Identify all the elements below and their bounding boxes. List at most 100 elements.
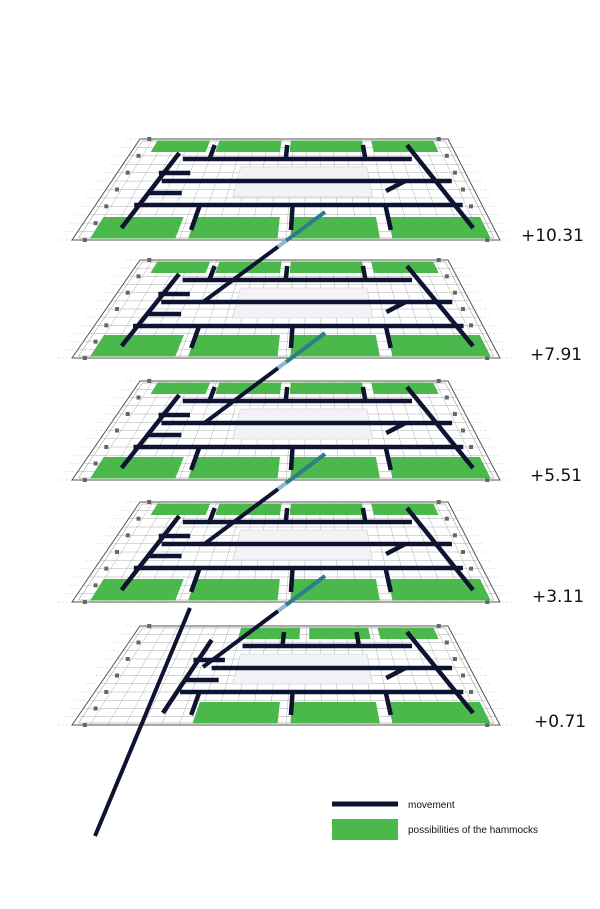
column-marker [452, 657, 457, 661]
hammock-zone [371, 140, 439, 152]
column-marker [125, 290, 130, 295]
column-marker [460, 428, 465, 433]
movement-stub [283, 386, 290, 402]
column-marker [93, 706, 98, 711]
ramp-segment-transition [276, 239, 288, 249]
column-marker [444, 153, 449, 158]
legend-hammocks-swatch [332, 819, 398, 840]
column-marker [460, 307, 465, 311]
movement-spine-left [119, 151, 182, 230]
movement-stub [283, 507, 290, 523]
column-marker [452, 170, 457, 175]
column-marker [93, 221, 98, 226]
hammock-zone [371, 382, 439, 394]
movement-stub [288, 325, 295, 349]
column-marker [147, 500, 152, 504]
column-marker [82, 356, 87, 360]
ramp-segment-upper [284, 574, 327, 607]
column-marker [136, 274, 141, 279]
column-marker [485, 723, 490, 727]
hammock-zone [290, 702, 380, 724]
hammock-zone [290, 335, 380, 357]
movement-stub [283, 144, 290, 160]
movement-stub [383, 691, 393, 716]
column-marker [147, 258, 152, 262]
hammock-zone [150, 261, 211, 273]
movement-spine-left [161, 638, 214, 715]
column-marker [136, 516, 141, 521]
column-marker [444, 274, 449, 279]
floor-plate-0 [58, 137, 514, 242]
legend-hammocks-label: possibilities of the hammocks [408, 825, 538, 836]
column-marker [115, 550, 120, 554]
hammock-zone [215, 140, 282, 152]
floor-plate-3 [58, 500, 514, 604]
column-marker [469, 204, 474, 209]
column-marker [452, 412, 457, 416]
movement-spine-right [405, 506, 475, 592]
ramp-segment-upper [284, 331, 327, 364]
hammock-zone [90, 579, 184, 601]
ramp-landing [385, 300, 407, 314]
column-marker [136, 640, 141, 645]
movement-stub [207, 386, 217, 402]
level-label-3-11: +3.11 [532, 587, 584, 607]
movement-stub [283, 265, 290, 281]
hammock-zone [289, 140, 365, 152]
column-marker [460, 673, 465, 678]
level-labels: +10.31 +7.91 +5.51 +3.11 +0.71 [521, 226, 586, 732]
movement-stub [360, 507, 368, 523]
movement-stub [383, 567, 393, 593]
hammock-zone [90, 457, 184, 479]
column-marker [136, 153, 141, 158]
level-label-5-51: +5.51 [530, 466, 582, 486]
column-marker [452, 290, 457, 295]
hammock-zone [387, 457, 491, 479]
ramp-segment-lower [201, 609, 280, 669]
hammock-zone [289, 382, 365, 394]
ramp-segment-upper [284, 452, 327, 485]
ramp-segment-lower [201, 245, 280, 304]
hammock-zone [188, 457, 280, 479]
column-marker [82, 723, 87, 727]
column-marker [82, 238, 87, 242]
column-marker [125, 412, 130, 416]
column-marker [115, 307, 120, 311]
hammock-zone [289, 503, 365, 515]
column-marker [104, 566, 109, 571]
column-marker [93, 339, 98, 344]
column-marker [82, 478, 87, 482]
column-marker [444, 640, 449, 645]
movement-stub [288, 567, 295, 593]
movement-spine-left [119, 272, 181, 348]
column-marker [436, 258, 441, 262]
ramp-segment-transition [276, 360, 288, 370]
ramp-segment-lower [201, 487, 280, 547]
movement-spine-left [119, 393, 181, 470]
hammock-zone [150, 382, 211, 394]
column-marker [436, 500, 441, 504]
column-marker [485, 600, 490, 604]
column-marker [82, 600, 87, 604]
ramp-connections [93, 210, 327, 837]
movement-spine-right [405, 630, 475, 715]
column-marker [125, 533, 130, 538]
ramp-segment-transition [276, 603, 288, 613]
movement-stub [188, 204, 203, 231]
column-marker [147, 624, 152, 628]
column-marker [115, 187, 120, 192]
movement-stub [280, 631, 287, 647]
hammock-zone [150, 503, 211, 515]
movement-stub [360, 386, 368, 402]
legend: movement possibilities of the hammocks [332, 800, 538, 840]
column-marker [436, 379, 441, 383]
column-marker [104, 204, 109, 209]
hammock-zone [188, 217, 280, 239]
hammock-zone [90, 335, 184, 357]
floor-plate-4 [58, 624, 514, 727]
hammock-zone [387, 335, 491, 357]
hammock-zone [150, 140, 211, 152]
column-marker [93, 583, 98, 588]
column-marker [444, 395, 449, 400]
